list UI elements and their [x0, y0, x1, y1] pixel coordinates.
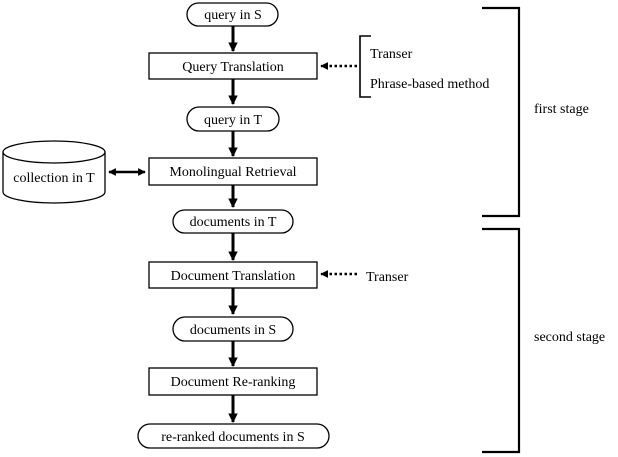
- node-query-translation: Query Translation: [148, 52, 318, 80]
- second-stage-bracket: [482, 227, 521, 454]
- second-stage-label: second stage: [534, 330, 605, 345]
- node-reranked-documents-in-s-label: re-ranked documents in S: [161, 430, 304, 445]
- node-document-reranking: Document Re-ranking: [148, 367, 318, 396]
- methods-bracket: [359, 35, 371, 98]
- node-collection-in-t: collection in T: [2, 140, 106, 204]
- node-query-in-t-label: query in T: [204, 113, 263, 128]
- node-documents-in-t-label: documents in T: [190, 215, 277, 230]
- method-transer-label: Transer: [370, 47, 413, 62]
- document-translation-method: Transer: [320, 269, 409, 285]
- first-stage-bracket: [482, 6, 521, 218]
- query-translation-methods: Transer Phrase-based method: [320, 35, 489, 98]
- node-query-translation-label: Query Translation: [182, 60, 284, 75]
- first-stage-label: first stage: [534, 102, 589, 117]
- node-document-reranking-label: Document Re-ranking: [171, 375, 296, 390]
- node-monolingual-retrieval-label: Monolingual Retrieval: [169, 165, 296, 180]
- node-query-in-s: query in S: [186, 2, 279, 27]
- node-documents-in-t: documents in T: [172, 209, 294, 234]
- node-document-translation: Document Translation: [148, 261, 318, 289]
- node-collection-in-t-label: collection in T: [13, 171, 95, 186]
- node-query-in-s-label: query in S: [204, 8, 262, 23]
- first-stage-group: first stage: [482, 6, 589, 218]
- document-method-transer-label: Transer: [366, 270, 409, 285]
- node-reranked-documents-in-s: re-ranked documents in S: [137, 423, 330, 449]
- node-document-translation-label: Document Translation: [171, 269, 296, 284]
- node-query-in-t: query in T: [186, 106, 280, 132]
- node-documents-in-s: documents in S: [172, 316, 294, 342]
- node-monolingual-retrieval: Monolingual Retrieval: [148, 157, 318, 186]
- node-documents-in-s-label: documents in S: [190, 323, 276, 338]
- second-stage-group: second stage: [482, 227, 605, 454]
- method-phrase-based-label: Phrase-based method: [370, 77, 489, 92]
